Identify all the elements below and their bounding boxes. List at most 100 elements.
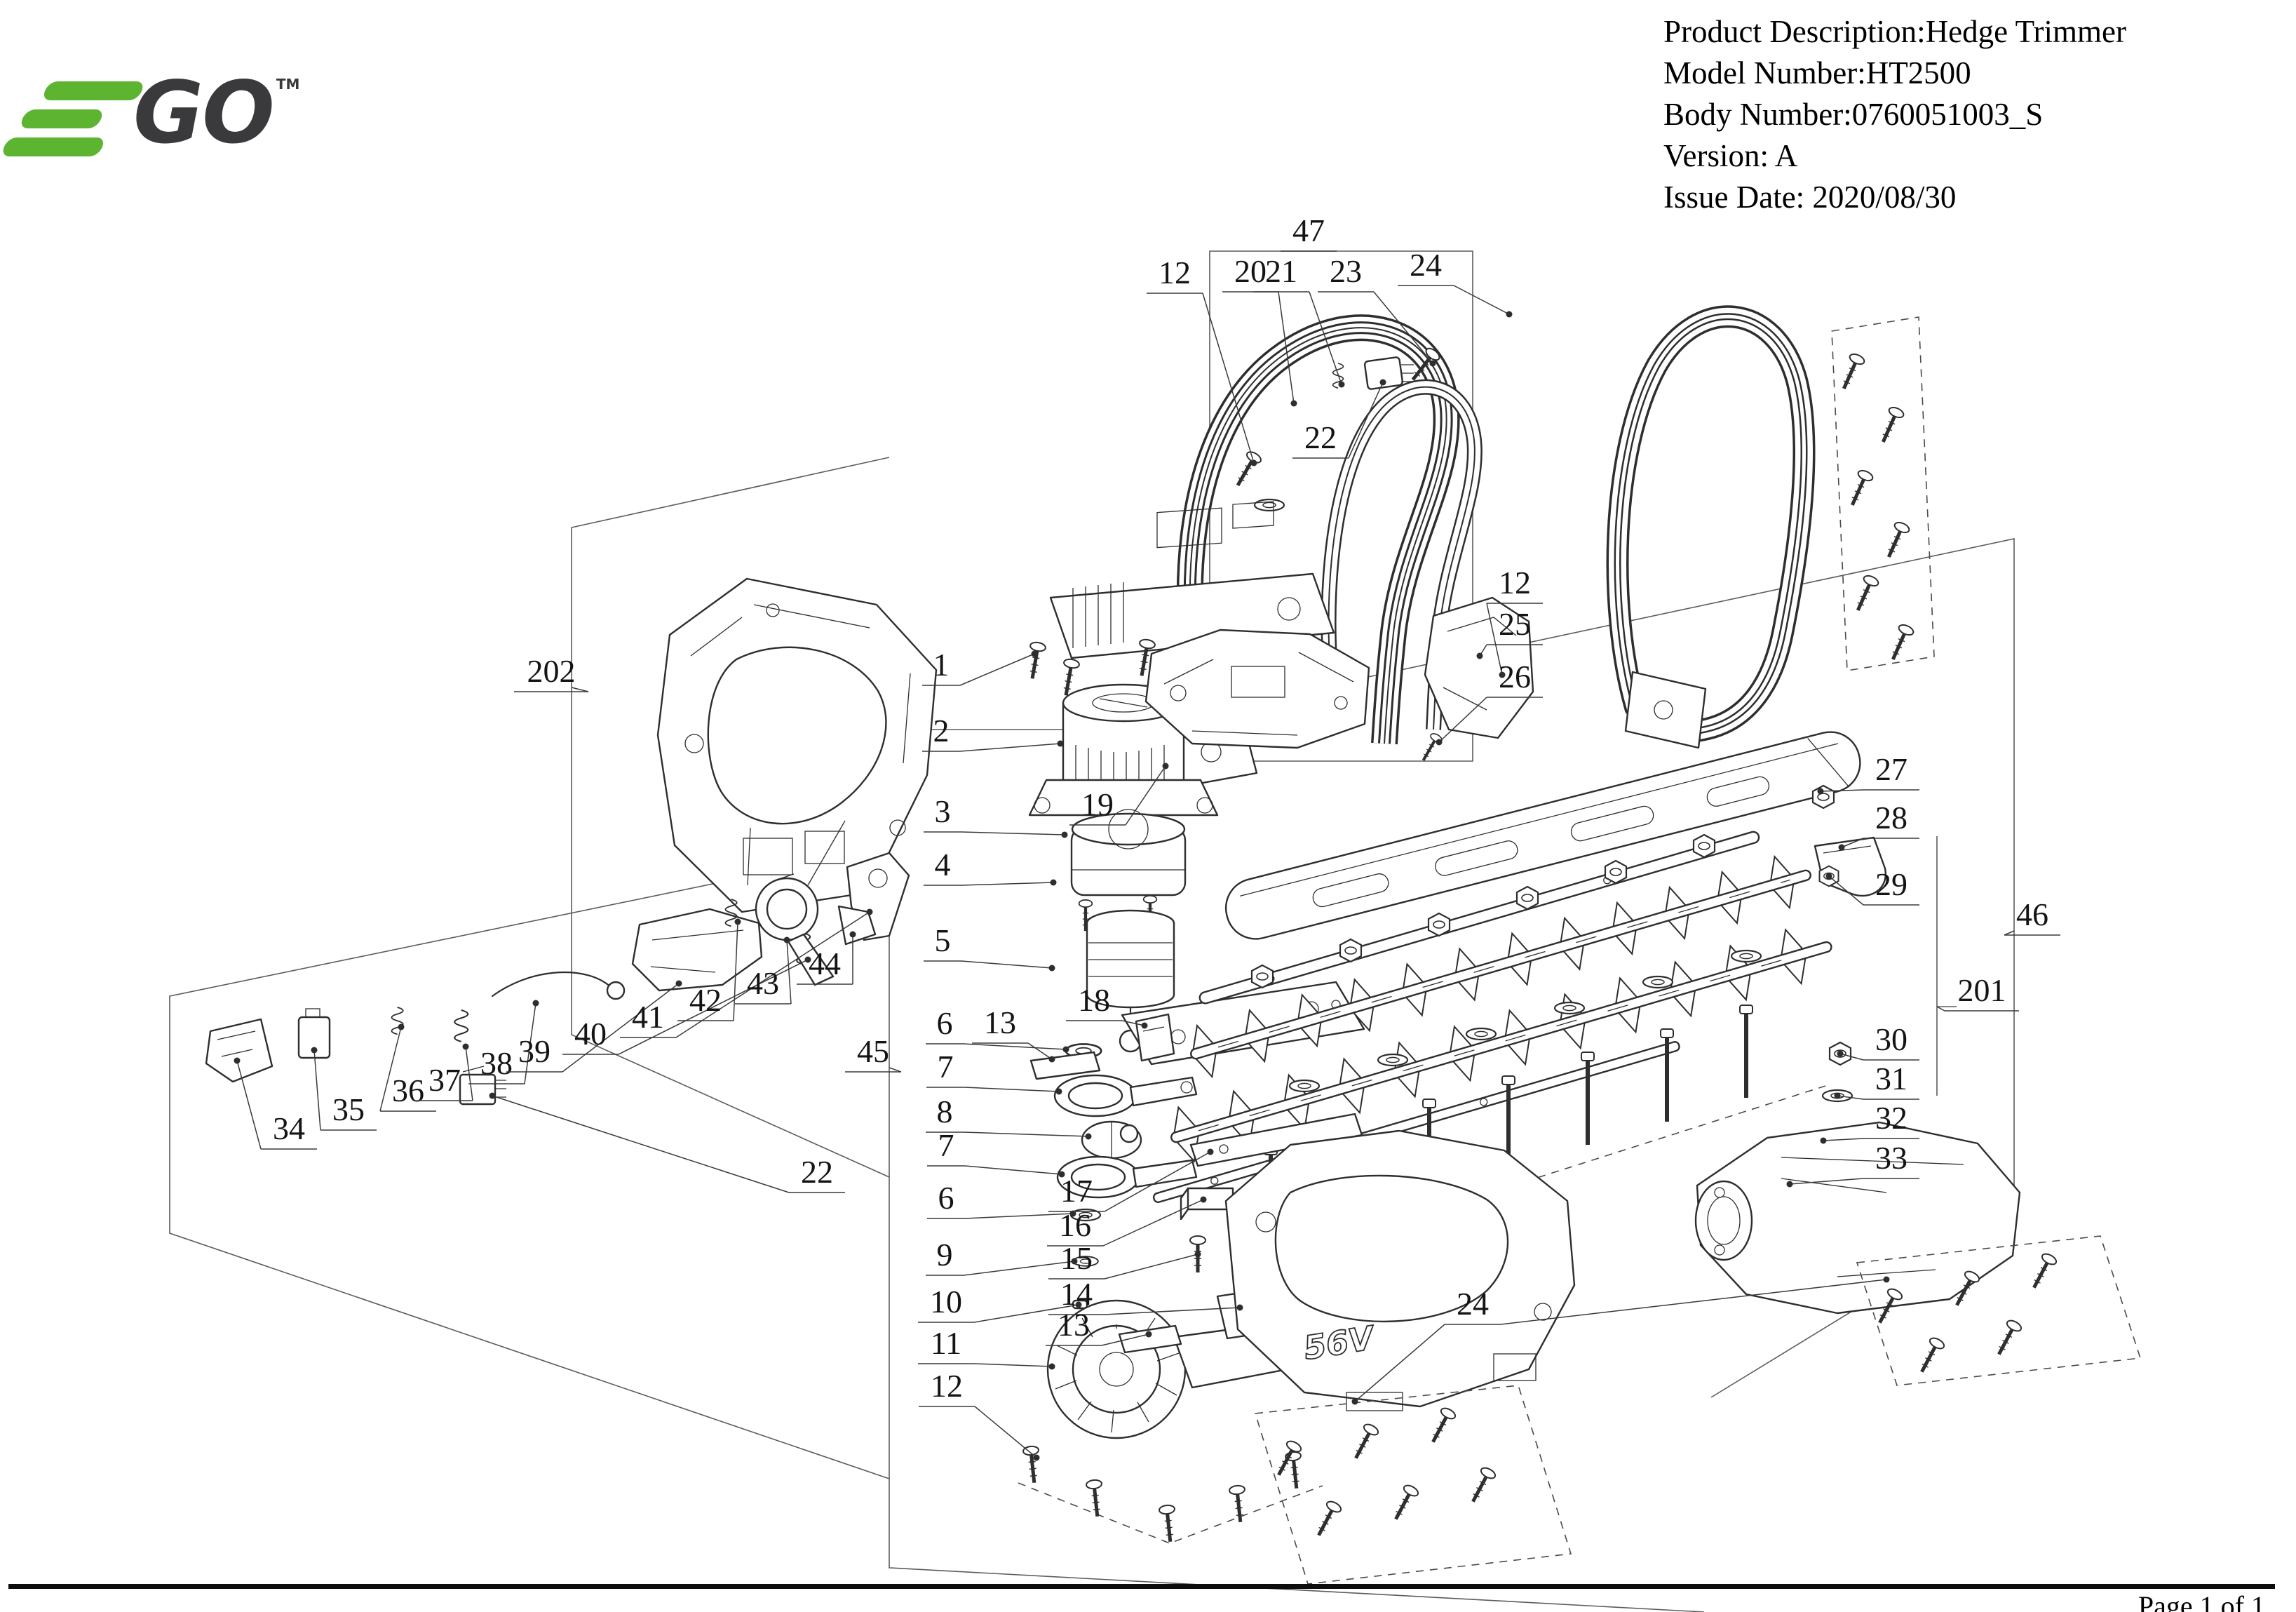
callout-39: 39	[506, 980, 682, 1073]
svg-text:27: 27	[1875, 751, 1907, 787]
callout-28: 28	[1838, 800, 1919, 851]
svg-text:201: 201	[1958, 972, 2006, 1008]
page-number: Page 1 of 1	[2138, 1590, 2265, 1612]
micro-switch-top	[1363, 356, 1404, 390]
product-description-line: Product Description:Hedge Trimmer	[1663, 14, 2126, 49]
svg-text:10: 10	[930, 1284, 962, 1319]
callout-32: 32	[1820, 1100, 1919, 1144]
svg-text:18: 18	[1078, 982, 1110, 1018]
callout-29: 29	[1825, 866, 1919, 906]
callout-13: 13	[1046, 1307, 1152, 1346]
svg-text:8: 8	[937, 1094, 953, 1129]
version-line: Version: A	[1663, 138, 1798, 173]
svg-text:25: 25	[1499, 606, 1531, 642]
callout-30: 30	[1837, 1021, 1919, 1061]
callout-23: 23	[1318, 253, 1436, 367]
lock-button-34	[205, 1018, 274, 1083]
body-number-line: Body Number:0760051003_S	[1663, 97, 2044, 132]
callout-12: 12	[1486, 565, 1543, 678]
svg-text:19: 19	[1081, 786, 1114, 822]
callout-3: 3	[924, 793, 1068, 838]
screw-set-12-bottom	[1018, 1446, 1323, 1543]
svg-text:31: 31	[1875, 1061, 1907, 1096]
callout-40: 40	[562, 956, 811, 1055]
svg-text:17: 17	[1060, 1173, 1093, 1209]
plate-13a	[1029, 1051, 1101, 1080]
document-info-block: Product Description:Hedge Trimmer Model …	[1663, 11, 2126, 218]
svg-text:42: 42	[689, 982, 722, 1018]
callout-14: 14	[1048, 1276, 1243, 1315]
spring-37	[454, 1009, 469, 1042]
callout-45: 45	[845, 1033, 902, 1073]
trigger-group	[205, 852, 910, 1106]
svg-text:12: 12	[1159, 255, 1191, 290]
callout-10: 10	[918, 1284, 1082, 1323]
screw-set-24-top	[1831, 316, 1935, 671]
clip-16	[1180, 1187, 1234, 1221]
micro-switch-22	[459, 1066, 506, 1106]
logo-go-text: GO	[133, 63, 275, 163]
callout-17: 17	[1048, 1148, 1214, 1212]
svg-text:4: 4	[935, 847, 951, 882]
callout-44: 44	[797, 931, 856, 985]
svg-text:6: 6	[938, 1180, 954, 1216]
callout-5: 5	[924, 922, 1055, 972]
svg-text:44: 44	[809, 946, 841, 981]
svg-text:34: 34	[273, 1110, 305, 1146]
motor-mount	[1070, 809, 1187, 896]
callout-1: 1	[922, 647, 1038, 686]
screw-set-24-right	[1856, 1235, 2142, 1386]
callout-47: 47	[1281, 213, 1337, 252]
trigger-39	[631, 908, 763, 992]
svg-text:22: 22	[1304, 419, 1337, 455]
svg-text:23: 23	[1330, 253, 1362, 289]
callout-27: 27	[1817, 751, 1919, 795]
housing-left-half	[656, 577, 938, 913]
svg-text:12: 12	[1499, 565, 1531, 600]
panel-45-box	[169, 847, 890, 1479]
svg-text:33: 33	[1875, 1140, 1907, 1176]
callout-22: 22	[489, 1092, 845, 1193]
callout-12: 12	[1147, 255, 1257, 466]
callout-6: 6	[927, 1180, 1076, 1219]
rear-cover-housing	[1694, 1121, 2021, 1315]
callout-19: 19	[1069, 763, 1169, 826]
callout-7: 7	[926, 1049, 1062, 1095]
callout-31: 31	[1834, 1061, 1919, 1100]
cover-25	[1424, 596, 1534, 739]
svg-text:1: 1	[933, 647, 950, 683]
callout-7: 7	[927, 1127, 1065, 1178]
svg-text:11: 11	[931, 1325, 961, 1361]
housing-right-inner	[1144, 629, 1370, 749]
footer-rule	[8, 1584, 2275, 1589]
cam-8	[1081, 1120, 1142, 1160]
svg-text:45: 45	[857, 1033, 889, 1069]
housing-56v: 56V	[1224, 1129, 1576, 1411]
callout-9: 9	[926, 1237, 1078, 1276]
callout-24: 24	[1398, 247, 1513, 318]
svg-text:38: 38	[480, 1045, 513, 1081]
screw-12a	[1231, 450, 1262, 489]
svg-text:6: 6	[937, 1005, 953, 1041]
svg-text:9: 9	[937, 1237, 953, 1272]
callout-4: 4	[924, 847, 1057, 886]
lever-44	[837, 905, 877, 946]
screw-26	[1418, 732, 1443, 763]
svg-text:13: 13	[1058, 1307, 1090, 1343]
handle-switch-cluster	[1332, 346, 1442, 390]
ego-logo: GO TM	[0, 63, 299, 163]
svg-text:24: 24	[1410, 247, 1442, 283]
svg-text:32: 32	[1875, 1100, 1907, 1136]
svg-text:5: 5	[935, 922, 951, 958]
callout-20: 20	[1222, 253, 1297, 407]
svg-text:7: 7	[938, 1127, 954, 1163]
callout-34: 34	[234, 1057, 317, 1150]
svg-text:14: 14	[1060, 1276, 1093, 1312]
svg-text:13: 13	[984, 1005, 1016, 1040]
svg-text:7: 7	[938, 1049, 954, 1084]
callout-25: 25	[1476, 606, 1543, 659]
svg-text:29: 29	[1875, 866, 1907, 902]
